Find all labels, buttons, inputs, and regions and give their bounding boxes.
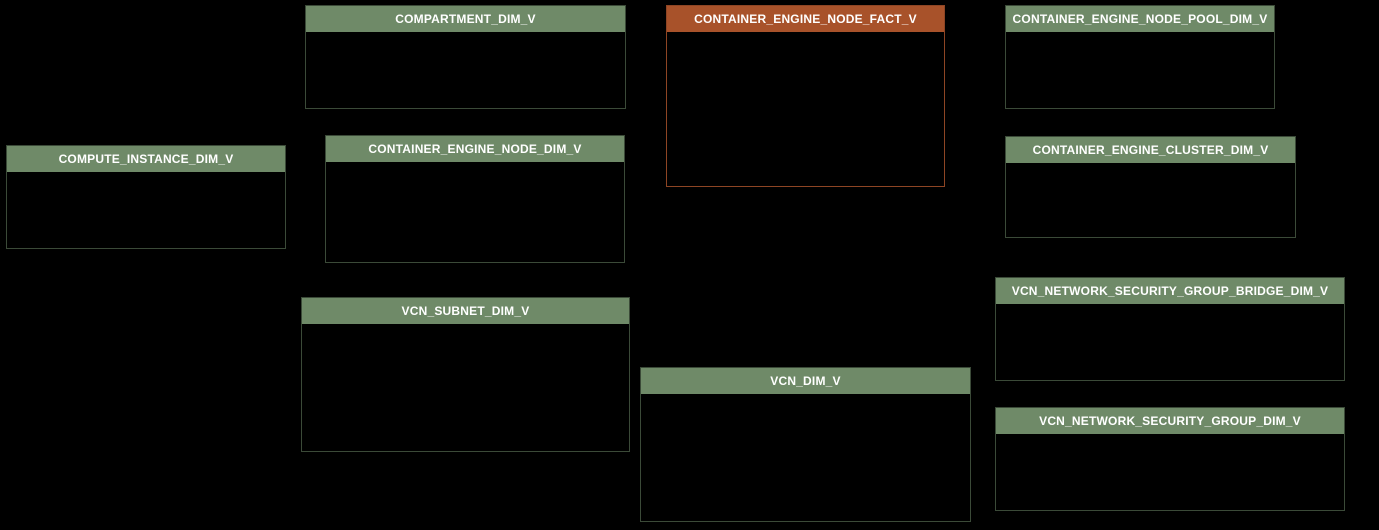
entity-title: CONTAINER_ENGINE_CLUSTER_DIM_V xyxy=(1006,137,1295,163)
entity-title: VCN_DIM_V xyxy=(641,368,970,394)
entity-box[interactable]: COMPARTMENT_DIM_V xyxy=(305,5,626,109)
entity-title: CONTAINER_ENGINE_NODE_DIM_V xyxy=(326,136,624,162)
entity-title: VCN_NETWORK_SECURITY_GROUP_BRIDGE_DIM_V xyxy=(996,278,1344,304)
entity-title: COMPARTMENT_DIM_V xyxy=(306,6,625,32)
entity-body xyxy=(306,32,625,108)
entity-title: CONTAINER_ENGINE_NODE_FACT_V xyxy=(667,6,944,32)
entity-box[interactable]: VCN_DIM_V xyxy=(640,367,971,522)
entity-body xyxy=(996,304,1344,380)
entity-body xyxy=(667,32,944,186)
entity-title: COMPUTE_INSTANCE_DIM_V xyxy=(7,146,285,172)
entity-title: CONTAINER_ENGINE_NODE_POOL_DIM_V xyxy=(1006,6,1274,32)
entity-body xyxy=(302,324,629,451)
entity-title: VCN_SUBNET_DIM_V xyxy=(302,298,629,324)
entity-box[interactable]: CONTAINER_ENGINE_NODE_POOL_DIM_V xyxy=(1005,5,1275,109)
entity-box[interactable]: CONTAINER_ENGINE_NODE_FACT_V xyxy=(666,5,945,187)
entity-body xyxy=(996,434,1344,510)
entity-body xyxy=(326,162,624,262)
entity-box[interactable]: VCN_SUBNET_DIM_V xyxy=(301,297,630,452)
entity-box[interactable]: COMPUTE_INSTANCE_DIM_V xyxy=(6,145,286,249)
entity-body xyxy=(7,172,285,248)
entity-box[interactable]: VCN_NETWORK_SECURITY_GROUP_DIM_V xyxy=(995,407,1345,511)
entity-title: VCN_NETWORK_SECURITY_GROUP_DIM_V xyxy=(996,408,1344,434)
entity-body xyxy=(641,394,970,521)
entity-body xyxy=(1006,163,1295,237)
entity-body xyxy=(1006,32,1274,108)
entity-box[interactable]: CONTAINER_ENGINE_CLUSTER_DIM_V xyxy=(1005,136,1296,238)
entity-box[interactable]: VCN_NETWORK_SECURITY_GROUP_BRIDGE_DIM_V xyxy=(995,277,1345,381)
entity-box[interactable]: CONTAINER_ENGINE_NODE_DIM_V xyxy=(325,135,625,263)
